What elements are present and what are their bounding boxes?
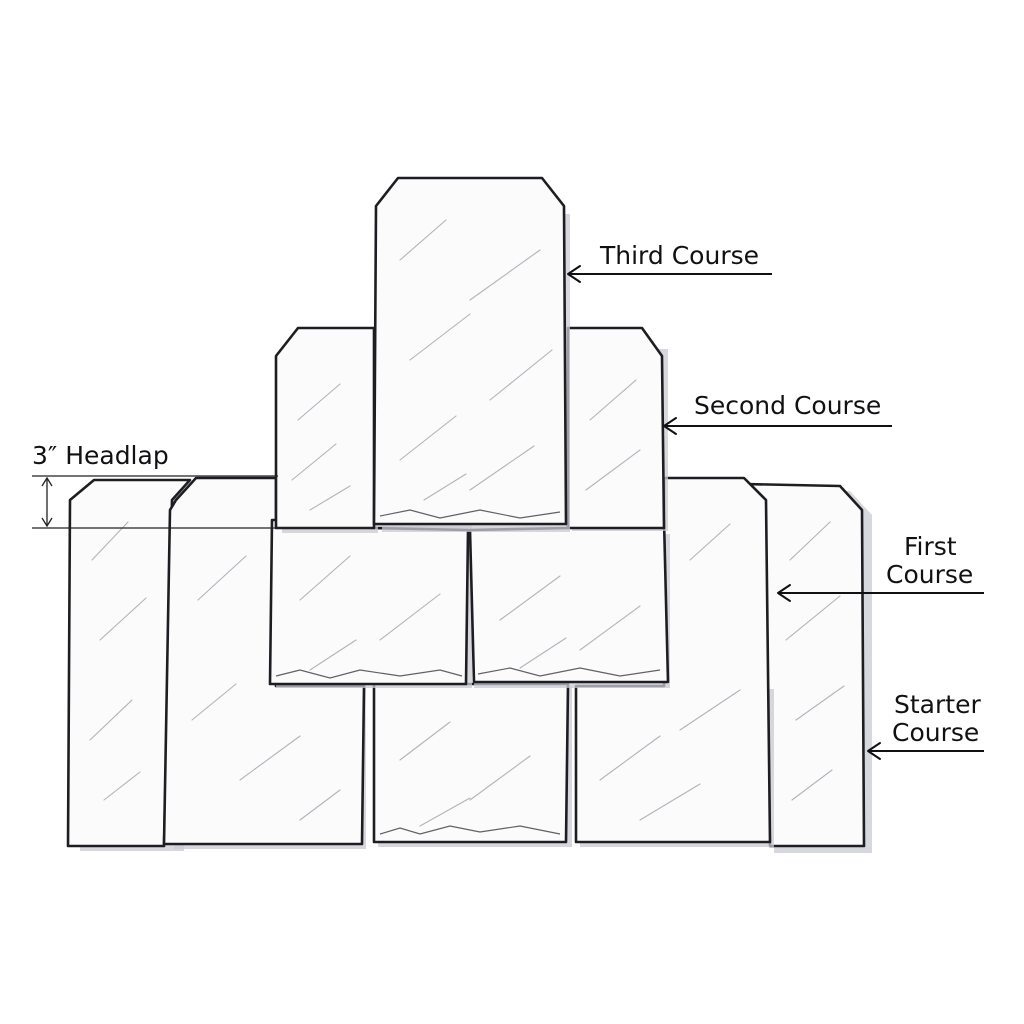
headlap-arrowhead-down-icon [41,517,53,528]
label-third-course: Third Course [599,241,759,270]
arrow-left-icon [567,265,581,283]
callout-third-course: Third Course [567,241,772,283]
label-starter-course-line2: Course [892,718,979,747]
slate-second-right [566,326,668,531]
callout-second-course: Second Course [663,391,892,435]
first-course-slates [268,518,670,688]
slate-first-left [268,518,472,688]
arrow-left-icon [777,584,791,602]
label-second-course: Second Course [694,391,881,420]
slate-starter-mid-right [574,476,774,847]
slate-second-left [274,326,378,533]
headlap-label: 3″ Headlap [32,441,169,470]
headlap-arrowhead-up-icon [41,476,53,487]
starter-course-slates [66,476,872,853]
label-first-course-line1: First [904,532,957,561]
slate-first-right [468,518,670,688]
callout-first-course: First Course [777,532,984,602]
callout-starter-course: Starter Course [867,690,984,760]
headlap-dimension: 3″ Headlap [32,441,372,529]
arrow-left-icon [663,417,677,435]
arrow-left-icon [867,742,881,760]
second-course-slates [274,326,668,533]
slate-starter-center [372,682,572,847]
slate-starter-left [66,478,192,851]
label-starter-course-line1: Starter [894,690,981,719]
third-course-slate [372,176,570,532]
label-first-course-line2: Course [886,560,973,589]
